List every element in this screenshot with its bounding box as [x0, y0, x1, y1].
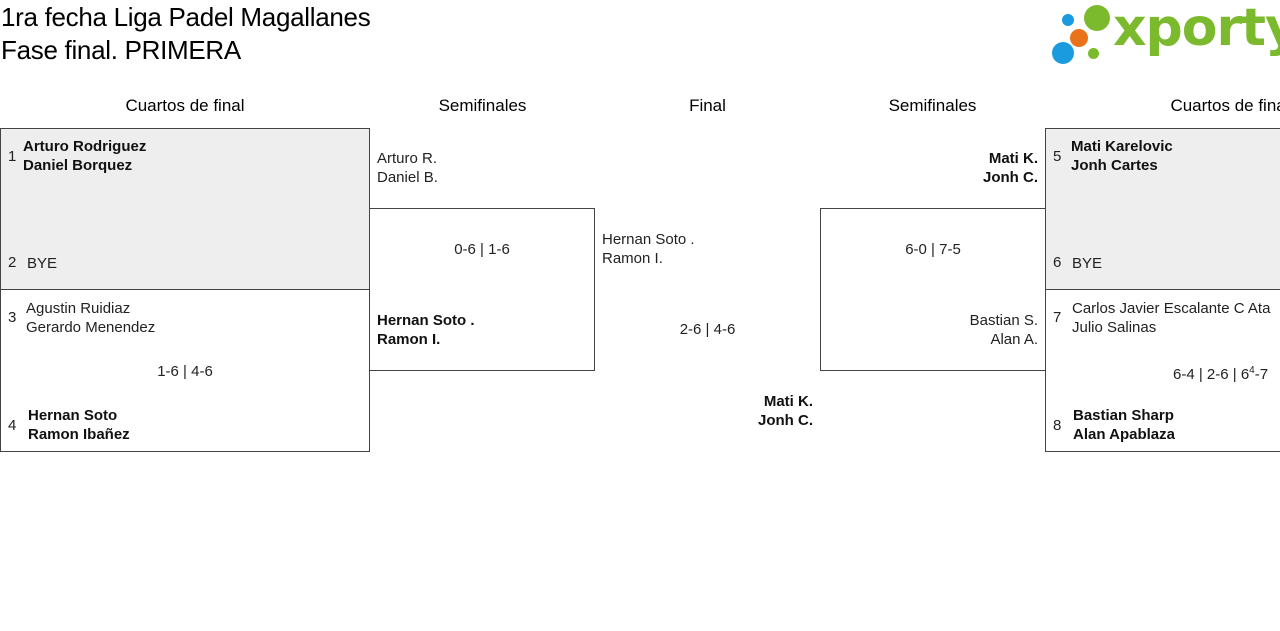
round-header-semis-left: Semifinales [438, 96, 527, 115]
seed-number: 2 [8, 254, 17, 271]
player-name: Julio Salinas [1072, 319, 1157, 336]
match-score: 1-6 | 4-6 [157, 363, 213, 380]
player-name: Gerardo Menendez [26, 319, 156, 336]
player-name: Bastian S. [969, 312, 1038, 329]
player-name: Arturo R. [377, 150, 438, 167]
player-name: Mati K. [988, 150, 1038, 167]
player-name: Ramon Ibañez [28, 426, 130, 443]
score-tail: -7 [1254, 366, 1269, 383]
sf-left-match[interactable]: 0-6 | 1-6 Hernan Soto . Ramon I. [369, 208, 595, 371]
logo-dot-orange-icon [1070, 29, 1088, 47]
player-name: Arturo Rodriguez [23, 138, 147, 155]
player-name: Daniel Borquez [23, 157, 133, 174]
player-name: Hernan Soto . [602, 231, 695, 248]
sf-right-match[interactable]: 6-0 | 7-5 Bastian S. Alan A. [820, 208, 1046, 371]
xporty-logo[interactable]: xporty [1050, 0, 1280, 68]
round-header-quarters-right: Cuartos de final [1170, 96, 1280, 115]
player-name: Bastian Sharp [1073, 407, 1174, 424]
player-name: Ramon I. [377, 331, 441, 348]
tiebreak-score: 4 [1249, 365, 1255, 376]
player-name: Daniel B. [377, 169, 438, 186]
match-score: 6-0 | 7-5 [905, 241, 961, 258]
player-name: Jonh Cartes [1071, 157, 1158, 174]
logo-dot-blue-small-icon [1062, 14, 1074, 26]
round-header-semis-right: Semifinales [888, 96, 977, 115]
final-score: 2-6 | 4-6 [679, 321, 736, 338]
seed-number: 4 [8, 417, 17, 434]
seed-number: 5 [1053, 148, 1062, 165]
player-name: Jonh C. [983, 169, 1038, 186]
logo-dot-green-icon [1084, 5, 1110, 31]
player-name: Mati Karelovic [1071, 138, 1173, 155]
player-name: Agustin Ruidiaz [26, 300, 131, 317]
seed-number: 1 [8, 148, 17, 165]
match-score: 0-6 | 1-6 [454, 241, 510, 258]
player-name: Alan A. [990, 331, 1038, 348]
seed-number: 6 [1053, 254, 1062, 271]
match-score: 6-4 | 2-6 | 64-7 [1173, 365, 1268, 383]
champion-player-name: Mati K. [763, 393, 813, 410]
champion-player-name: Jonh C. [758, 412, 813, 429]
player-name: Hernan Soto [28, 407, 118, 424]
player-name: Hernan Soto . [377, 312, 475, 329]
page-subtitle: Fase final. PRIMERA [1, 35, 241, 65]
score-main: 6-4 | 2-6 | 6 [1173, 366, 1250, 383]
player-name: Alan Apablaza [1073, 426, 1175, 443]
logo-dot-blue-icon [1052, 42, 1074, 64]
round-header-final: Final [689, 96, 726, 115]
qf-right-match-2[interactable]: 7 Carlos Javier Escalante C Ata Julio Sa… [1045, 289, 1280, 452]
seed-number: 7 [1053, 309, 1062, 326]
round-header-quarters-left: Cuartos de final [125, 96, 245, 115]
player-name: Ramon I. [602, 250, 663, 267]
seed-number: 3 [8, 309, 17, 326]
logo-dot-green-small-icon [1088, 48, 1099, 59]
qf-right-match-1[interactable]: 5 Mati Karelovic Jonh Cartes 6 BYE [1045, 128, 1280, 290]
page-title: 1ra fecha Liga Padel Magallanes [1, 2, 371, 32]
bye-label: BYE [27, 255, 58, 272]
qf-left-match-2[interactable]: 3 Agustin Ruidiaz Gerardo Menendez 1-6 |… [0, 289, 370, 452]
bye-label: BYE [1072, 255, 1103, 272]
logo-text: xporty [1113, 0, 1280, 58]
player-name: Carlos Javier Escalante C Ata [1072, 300, 1271, 317]
seed-number: 8 [1053, 417, 1062, 434]
qf-left-match-1[interactable]: 1 Arturo Rodriguez Daniel Borquez 2 BYE [0, 128, 370, 290]
